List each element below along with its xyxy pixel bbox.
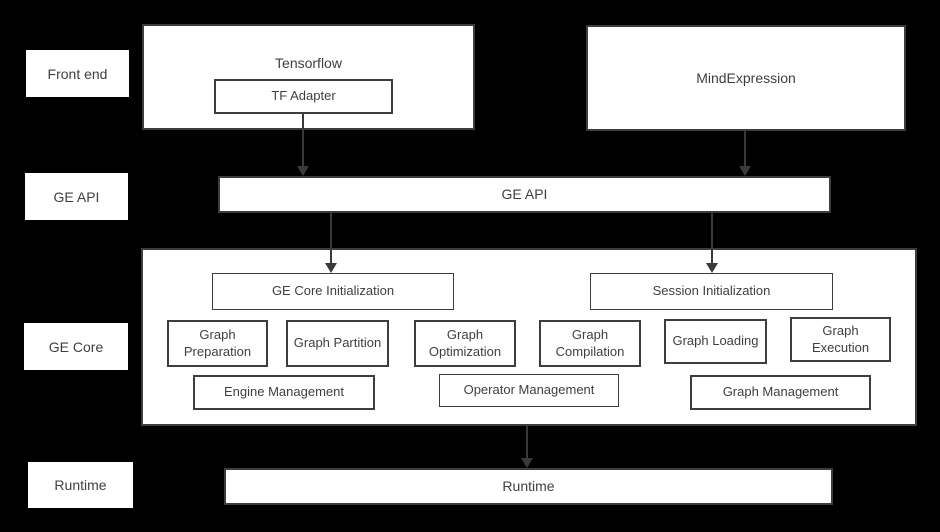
arrow-shaft [526,426,528,459]
arrow-ge-api-to-ge-core-initialization [325,213,337,273]
graph-optimization-box: Graph Optimization [414,320,516,367]
mindexpression-box: MindExpression [586,25,906,131]
arrow-mindexpression-to-ge-api [739,131,751,176]
row-label-ge-api: GE API [25,173,128,220]
graph-execution-box: Graph Execution [790,317,891,362]
arrow-head [325,263,337,273]
arrow-ge-api-to-session-initialization [706,213,718,273]
arrow-shaft [302,114,304,167]
row-label-front-end: Front end [26,50,129,97]
graph-preparation-box: Graph Preparation [167,320,268,367]
graph-management-box: Graph Management [690,375,871,410]
arrow-head [521,458,533,468]
arrow-head [706,263,718,273]
arrow-shaft [330,213,332,264]
graph-compilation-box: Graph Compilation [539,320,641,367]
graph-loading-box: Graph Loading [664,319,767,364]
operator-management-box: Operator Management [439,374,619,407]
tf-adapter-box: TF Adapter [214,79,393,114]
row-label-ge-core: GE Core [24,323,128,370]
graph-partition-box: Graph Partition [286,320,389,367]
arrow-tf-adapter-to-ge-api [297,114,309,176]
row-label-runtime: Runtime [28,462,133,508]
arrow-head [297,166,309,176]
runtime-bar: Runtime [224,468,833,505]
ge-core-initialization-box: GE Core Initialization [212,273,454,310]
arrow-ge-core-to-runtime [521,426,533,468]
engine-management-box: Engine Management [193,375,375,410]
ge-api-bar: GE API [218,176,831,213]
tensorflow-label: Tensorflow [275,55,342,71]
session-initialization-box: Session Initialization [590,273,833,310]
arrow-shaft [711,213,713,264]
arrow-head [739,166,751,176]
arrow-shaft [744,131,746,167]
